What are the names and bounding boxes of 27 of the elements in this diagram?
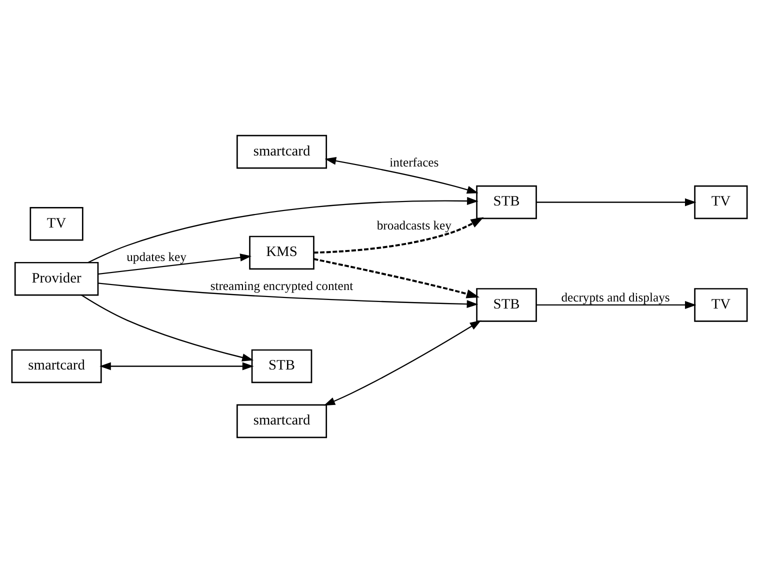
arrow <box>314 258 480 298</box>
node-box: smartcard <box>236 404 328 438</box>
node-box: STB <box>476 288 537 322</box>
node-box: STB <box>251 348 312 383</box>
node-box: Provider <box>14 261 99 296</box>
edge-label: interfaces <box>390 154 439 169</box>
node-box: TV <box>694 184 748 219</box>
node-box: STB <box>476 184 537 219</box>
arrow <box>81 294 254 361</box>
arrow <box>324 156 478 194</box>
arrow <box>536 300 696 308</box>
node-box: KMS <box>249 235 314 270</box>
arrow <box>98 253 252 274</box>
edge-label: streaming encrypted content <box>210 278 354 292</box>
node-box: TV <box>694 288 748 322</box>
edge-label: broadcasts key <box>376 218 452 232</box>
arrow <box>100 362 254 370</box>
arrow <box>324 320 482 406</box>
node-box: smartcard <box>11 348 102 383</box>
node-box: TV <box>30 206 84 240</box>
edge-label: updates key <box>126 250 186 264</box>
arrow <box>98 282 478 308</box>
edge-label: decrypts and displays <box>561 290 670 304</box>
node-box: smartcard <box>236 134 328 168</box>
arrow <box>88 196 478 263</box>
arrow <box>314 216 484 254</box>
arrow <box>536 198 696 206</box>
